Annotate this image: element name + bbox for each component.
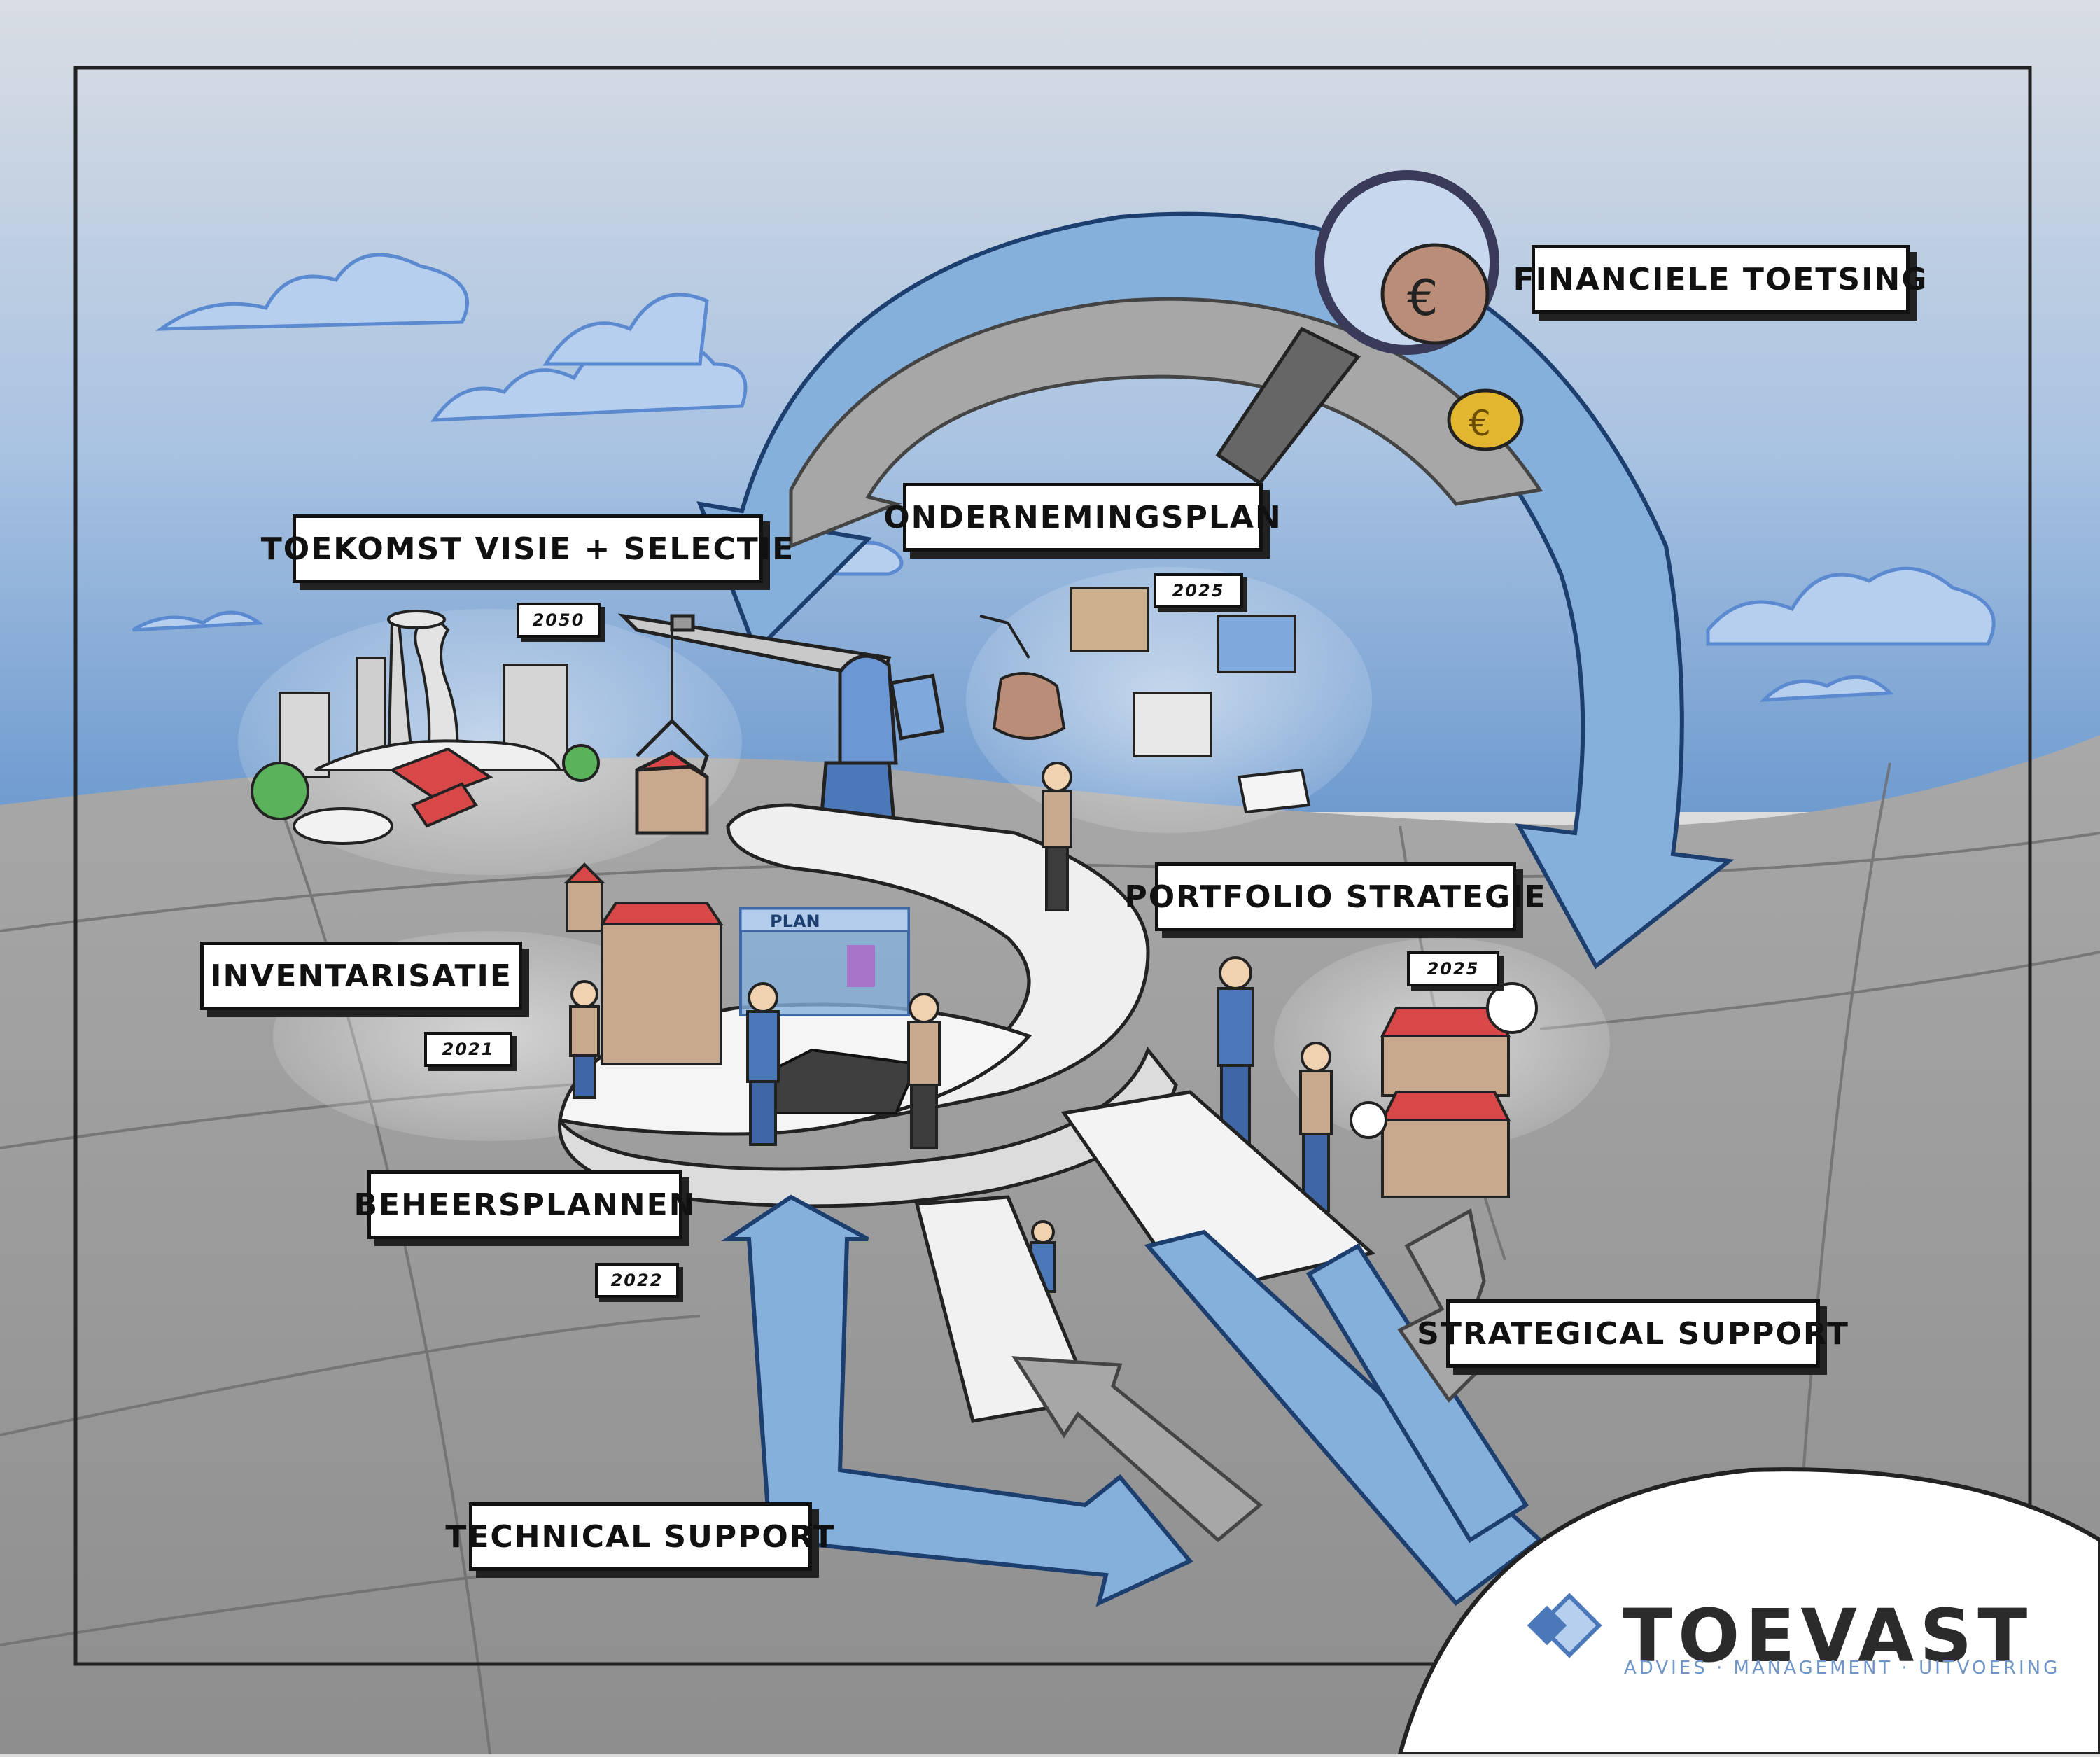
frame bbox=[74, 66, 2032, 1666]
support-arrows bbox=[721, 1194, 1544, 1607]
inventory-boxes bbox=[564, 862, 724, 1065]
label-inventory: INVENTARISATIE bbox=[200, 941, 522, 1010]
year-management-plans: 2022 bbox=[595, 1263, 679, 1298]
svg-text:€: € bbox=[1407, 270, 1438, 327]
portfolio-boxes bbox=[1350, 982, 1538, 1198]
coin-icon: € bbox=[1447, 388, 1524, 451]
person bbox=[1299, 1042, 1333, 1212]
year-inventory: 2021 bbox=[424, 1032, 512, 1067]
logo-icon bbox=[1527, 1592, 1602, 1658]
svg-text:€: € bbox=[1469, 403, 1491, 444]
plan-screen-title: PLAN bbox=[770, 911, 820, 931]
person bbox=[746, 982, 780, 1146]
year-business-plan: 2025 bbox=[1154, 573, 1243, 608]
label-portfolio-strategy: PORTFOLIO STRATEGIE bbox=[1125, 862, 1546, 931]
person bbox=[569, 980, 600, 1099]
person bbox=[1217, 956, 1254, 1158]
label-future-vision: TOEKOMST VISIE + SELECTIE bbox=[261, 514, 793, 583]
plan-screen: PLAN bbox=[739, 907, 910, 1016]
portfolio-document bbox=[1060, 1090, 1376, 1297]
label-strategical-support: STRATEGICAL SUPPORT bbox=[1417, 1299, 1848, 1368]
logo-name: TOEVAST bbox=[1623, 1593, 2033, 1679]
business-plan-items bbox=[979, 587, 1311, 814]
year-future-vision: 2050 bbox=[517, 603, 601, 638]
person bbox=[1042, 762, 1072, 911]
label-business-plan: ONDERNEMINGSPLAN bbox=[883, 483, 1281, 552]
city-illustration bbox=[251, 610, 600, 845]
label-technical-support: TECHNICAL SUPPORT bbox=[445, 1502, 834, 1571]
logo-badge bbox=[1397, 1467, 2100, 1756]
label-management-plans: BEHEERSPLANNEN bbox=[354, 1170, 694, 1239]
logo-tagline: ADVIES · MANAGEMENT · UITVOERING bbox=[1624, 1658, 2061, 1679]
person bbox=[907, 993, 941, 1149]
year-portfolio-strategy: 2025 bbox=[1407, 951, 1499, 986]
label-financial-review: FINANCIELE TOETSING bbox=[1513, 245, 1926, 314]
magnifier-icon: € bbox=[1215, 170, 1499, 486]
